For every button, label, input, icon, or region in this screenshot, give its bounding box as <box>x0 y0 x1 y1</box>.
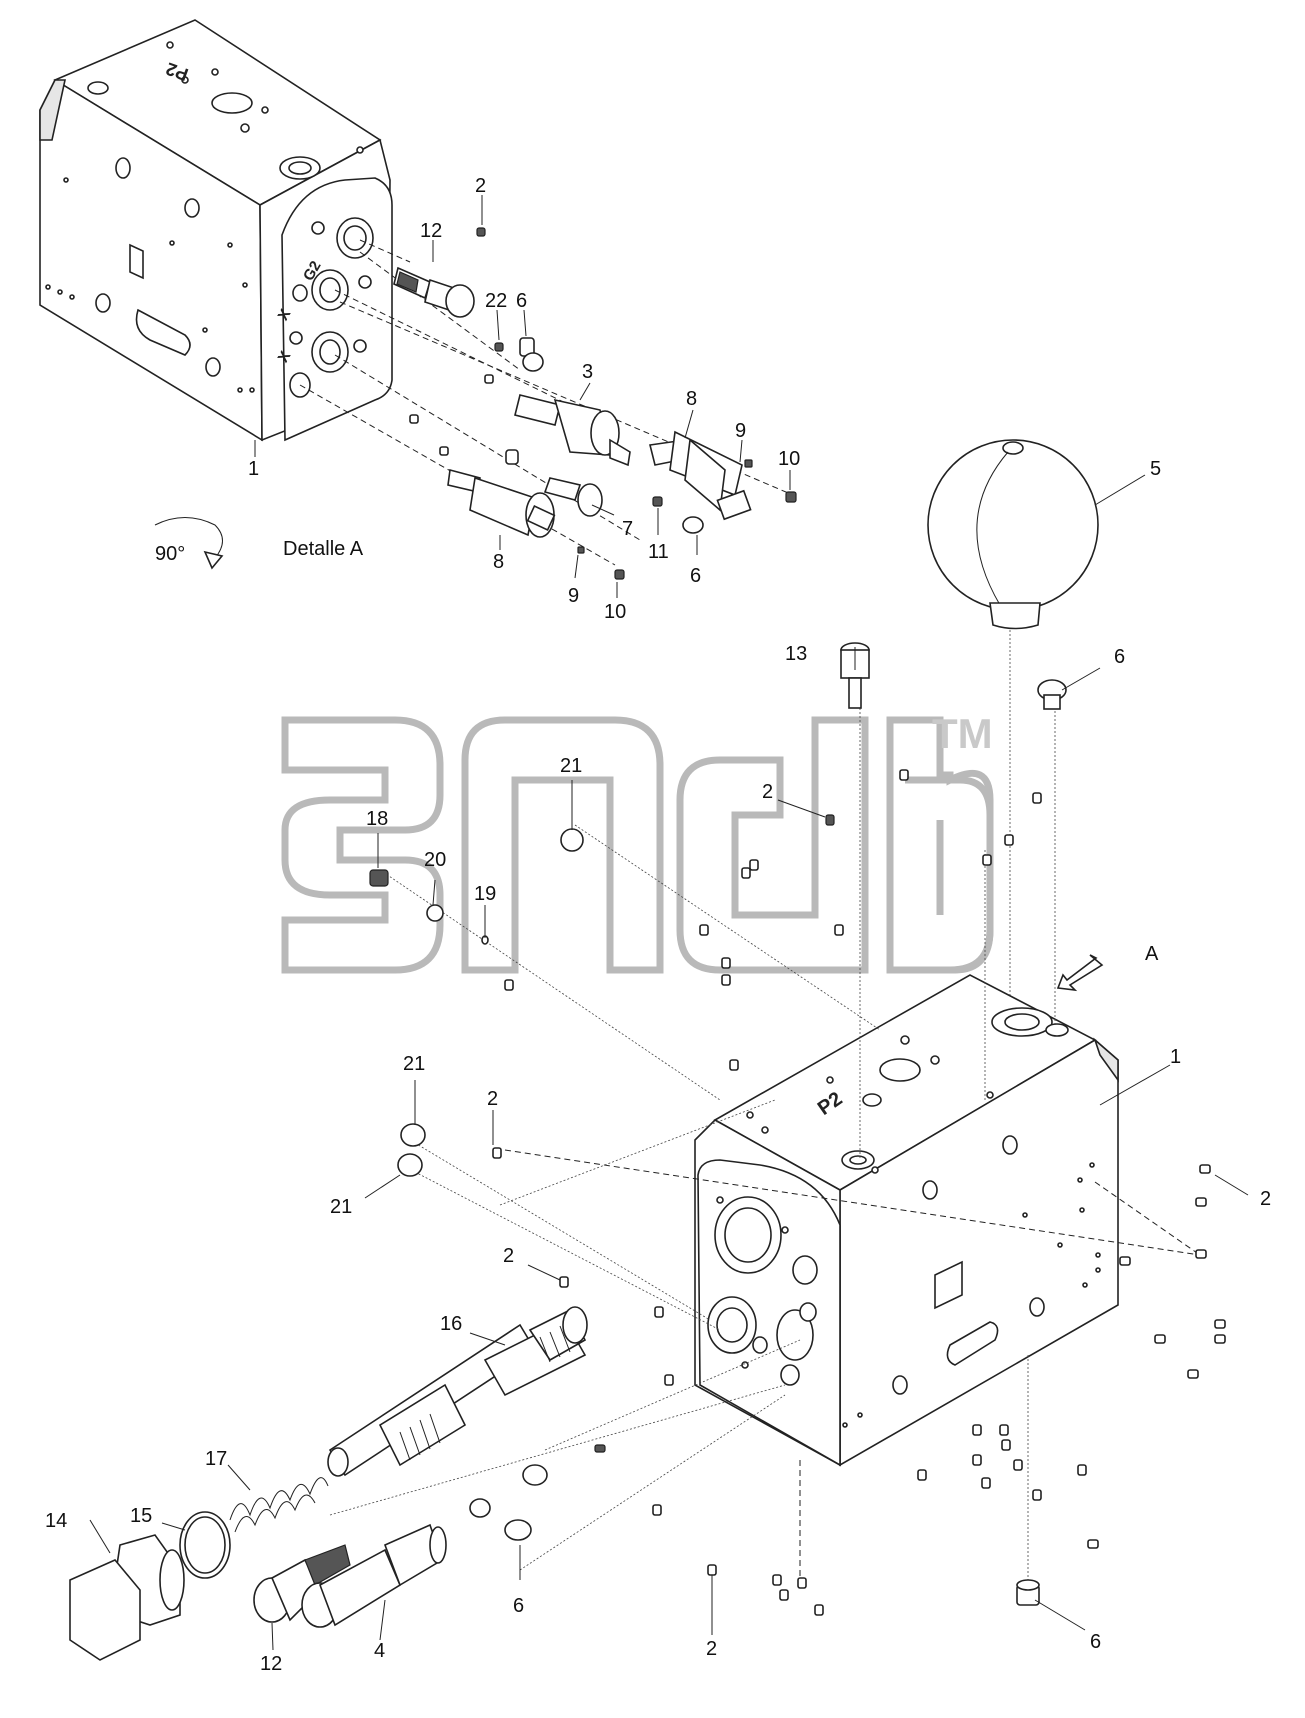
lower-leaders <box>89 647 1249 1651</box>
callout-u-7: 7 <box>622 518 633 540</box>
lower-small-parts <box>69 642 1226 1661</box>
callout-l-4: 4 <box>374 1640 385 1662</box>
callout-l-13: 13 <box>785 643 807 665</box>
callout-u-10b: 10 <box>604 601 626 623</box>
plug-6-top <box>1037 679 1067 710</box>
callout-u-6b: 6 <box>690 565 701 587</box>
upper-solenoid-8b <box>447 468 556 538</box>
lower-callouts: 5 13 6 21 2 18 20 19 1 21 2 21 2 2 16 17… <box>45 458 1271 1675</box>
rotation-90-icon <box>154 517 224 570</box>
callout-u-2: 2 <box>475 175 486 197</box>
callout-l-2a: 2 <box>762 781 773 803</box>
upper-plug-7 <box>543 477 603 517</box>
oring-21c <box>397 1153 423 1177</box>
callout-u-10a: 10 <box>778 448 800 470</box>
accumulator-sphere <box>927 439 1099 1010</box>
callout-l-1: 1 <box>1170 1046 1181 1068</box>
callout-l-2d: 2 <box>503 1245 514 1267</box>
plug-18 <box>369 869 389 887</box>
upper-valve-block: P2 G2 X X <box>39 19 393 442</box>
callout-l-6b: 6 <box>513 1595 524 1617</box>
upper-cartridge-3 <box>514 394 631 467</box>
callout-u-11: 11 <box>648 541 669 563</box>
upper-small-parts <box>393 227 797 580</box>
cap-14 <box>69 1534 185 1661</box>
plug-6-bottom <box>1016 1579 1040 1606</box>
callout-u-3: 3 <box>582 361 593 383</box>
lower-valve-block: P2 <box>694 974 1119 1467</box>
detail-a-label: Detalle A <box>283 538 364 560</box>
callout-l-12: 12 <box>260 1653 282 1675</box>
callout-l-2c: 2 <box>1260 1188 1271 1210</box>
callout-l-14: 14 <box>45 1510 67 1532</box>
callout-l-17: 17 <box>205 1448 227 1470</box>
callout-u-8a: 8 <box>686 388 697 410</box>
callout-l-6c: 6 <box>1090 1631 1101 1653</box>
callout-u-9b: 9 <box>568 585 579 607</box>
callout-l-16: 16 <box>440 1313 462 1335</box>
oring-20 <box>426 904 444 922</box>
spring-17 <box>229 1477 329 1533</box>
leader-l-5 <box>1094 474 1146 506</box>
callout-l-19: 19 <box>474 883 496 905</box>
callout-l-15: 15 <box>130 1505 152 1527</box>
view-arrow-label: A <box>1145 943 1159 965</box>
callout-u-1: 1 <box>248 458 259 480</box>
cartridge-4 <box>301 1523 447 1628</box>
callout-l-21b: 21 <box>403 1053 425 1075</box>
callout-l-21c: 21 <box>330 1196 352 1218</box>
callout-l-2e: 2 <box>706 1638 717 1660</box>
callout-l-20: 20 <box>424 849 446 871</box>
callout-l-21a: 21 <box>560 755 582 777</box>
upper-solenoid-8a <box>649 430 752 521</box>
callout-l-6a: 6 <box>1114 646 1125 668</box>
callout-u-22: 22 <box>485 290 507 312</box>
upper-cartridge-12 <box>393 266 475 318</box>
view-arrow-a <box>1056 954 1104 992</box>
callout-u-12: 12 <box>420 220 442 242</box>
oring-21a <box>560 828 584 852</box>
oring-21b <box>400 1123 426 1147</box>
callout-l-2b: 2 <box>487 1088 498 1110</box>
callout-u-6a: 6 <box>516 290 527 312</box>
callout-u-9a: 9 <box>735 420 746 442</box>
watermark-logo: TM <box>281 710 994 974</box>
spool-16 <box>327 1306 588 1477</box>
upper-callouts: 2 12 22 6 3 8 9 10 7 11 6 8 9 10 1 <box>248 175 800 623</box>
upper-leaders <box>254 195 791 598</box>
callout-l-18: 18 <box>366 808 388 830</box>
cartridge-12 <box>253 1544 351 1623</box>
rotation-label: 90° <box>155 543 185 565</box>
callout-u-8b: 8 <box>493 551 504 573</box>
trademark-mark: TM <box>932 710 993 757</box>
callout-l-5: 5 <box>1150 458 1161 480</box>
